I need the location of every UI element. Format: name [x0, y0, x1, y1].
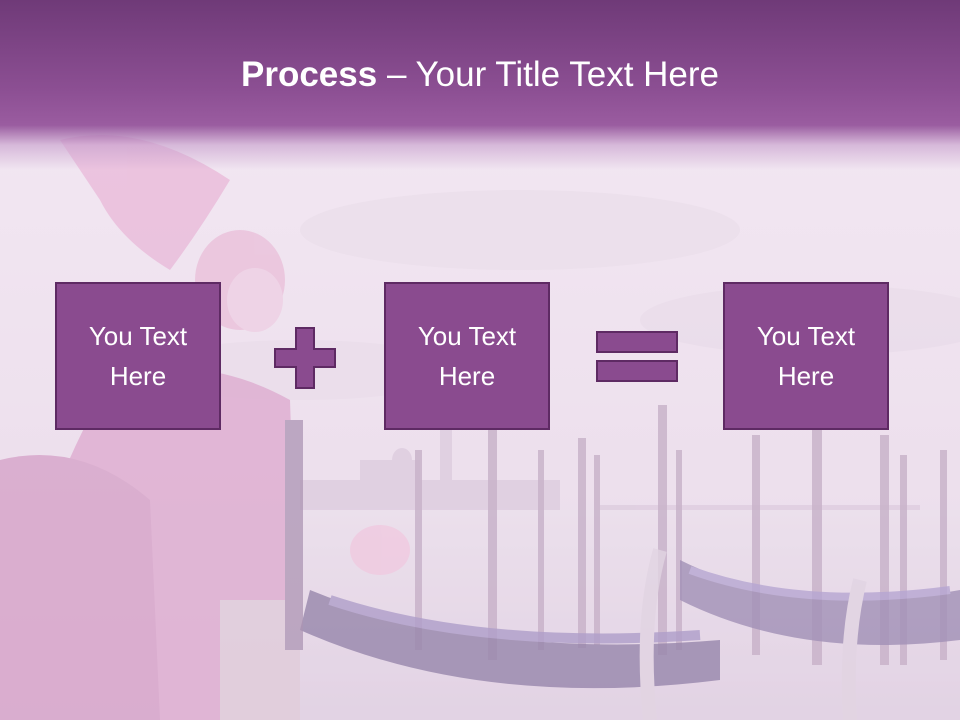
title-banner [0, 0, 960, 170]
process-box-1-text: You Text Here [88, 321, 188, 391]
process-box-3-text: You Text Here [756, 321, 856, 391]
process-box-2-text: You Text Here [417, 321, 517, 391]
title-bold: Process [241, 55, 378, 94]
slide-title: Process – Your Title Text Here [0, 52, 960, 98]
plus-icon [274, 327, 336, 389]
process-box-3[interactable]: You Text Here [723, 282, 889, 430]
process-box-2[interactable]: You Text Here [384, 282, 550, 430]
equals-icon [596, 331, 678, 382]
process-box-1[interactable]: You Text Here [55, 282, 221, 430]
title-rest: – Your Title Text Here [377, 55, 719, 94]
